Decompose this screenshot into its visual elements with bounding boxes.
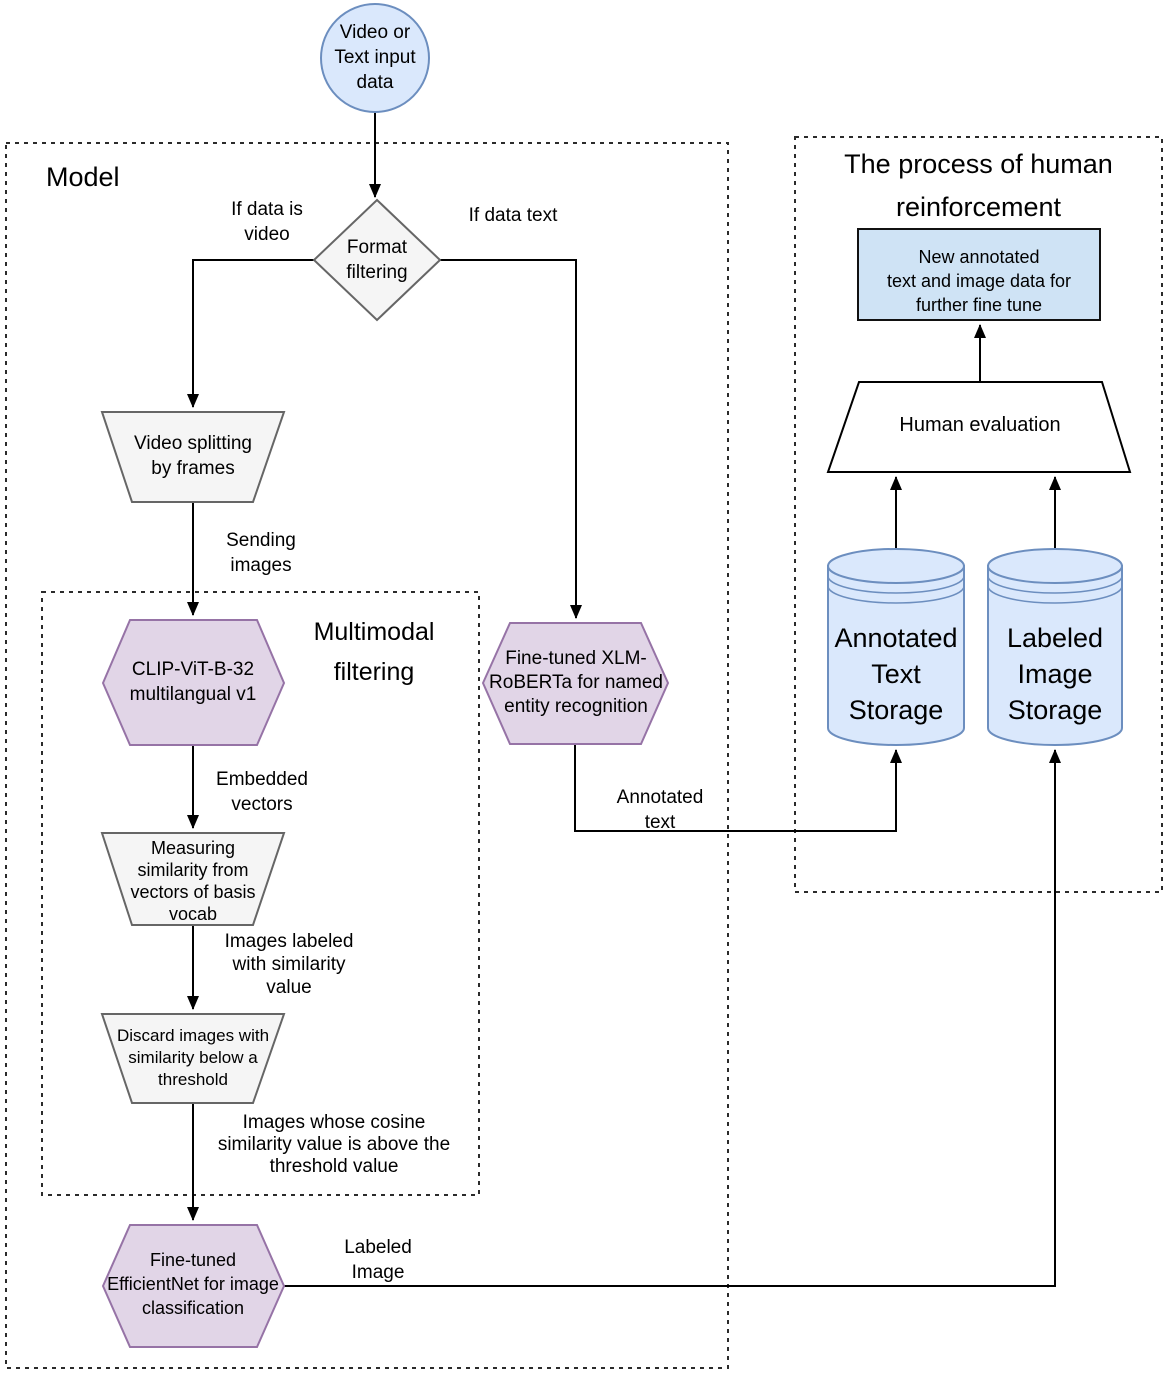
measuring-shape (100, 832, 286, 926)
reinforcement-container-label: The process of human reinforcement (844, 149, 1113, 222)
edge-label-annotated-text: Annotated text (616, 787, 704, 833)
efficientnet-hexagon-shape (101, 1224, 286, 1348)
human-evaluation-label: Human evaluation (899, 414, 1061, 436)
edge-label-labeled-image: Labeled Image (344, 1237, 412, 1283)
human-evaluation-shape (826, 381, 1132, 473)
input-circle-shape (320, 3, 430, 113)
edge-label-images-labeled: Images labeled with similarity value (224, 931, 354, 998)
edge-label-sending-images: Sending images (226, 530, 296, 576)
format-node-label: Format filtering (346, 237, 408, 283)
clip-node-label: CLIP-ViT-B-32 multilangual v1 (129, 659, 257, 705)
edge-label-if-data-text: If data text (468, 205, 558, 226)
edge-efficientnet-to-labeled-storage (284, 749, 1061, 1287)
edge-format-to-xlm (440, 259, 582, 619)
edge-label-if-data-video: If data is video (231, 199, 303, 245)
clip-hexagon-shape (101, 619, 286, 746)
discard-shape (100, 1013, 286, 1104)
annotated-storage-label: Annotated Text Storage (834, 623, 958, 725)
labeled-storage-cylinder (987, 548, 1123, 746)
model-container-label: Model (46, 162, 120, 192)
xlm-node-label: Fine-tuned XLM- RoBERTa for named entity… (489, 648, 663, 717)
discard-node-label: Discard images with similarity below a t… (116, 1026, 270, 1089)
measuring-node-label: Measuring similarity from vectors of bas… (130, 838, 256, 924)
model-container-outline (5, 142, 729, 1369)
format-diamond-shape (312, 198, 442, 322)
xlm-hexagon-shape (481, 622, 670, 745)
labeled-storage-label: Labeled Image Storage (1006, 623, 1104, 725)
video-splitting-shape (100, 411, 286, 503)
annotated-storage-cylinder (827, 548, 965, 746)
input-node-label: Video or Text input data (334, 22, 416, 93)
edge-label-images-cosine: Images whose cosine similarity value is … (217, 1112, 451, 1177)
new-annotated-box-label: New annotated text and image data for fu… (886, 247, 1072, 315)
multimodal-container-label: Multimodal filtering (313, 618, 435, 686)
edge-format-to-video-splitting (187, 259, 314, 408)
edge-label-embedded-vectors: Embedded vectors (216, 769, 308, 815)
efficientnet-node-label: Fine-tuned EfficientNet for image classi… (107, 1250, 279, 1318)
edge-xlm-to-annotated-storage (574, 744, 902, 832)
reinforcement-container-outline (794, 136, 1163, 893)
new-annotated-box-shape (857, 228, 1101, 321)
video-splitting-label: Video splitting by frames (134, 433, 252, 479)
multimodal-container-outline (41, 591, 480, 1196)
